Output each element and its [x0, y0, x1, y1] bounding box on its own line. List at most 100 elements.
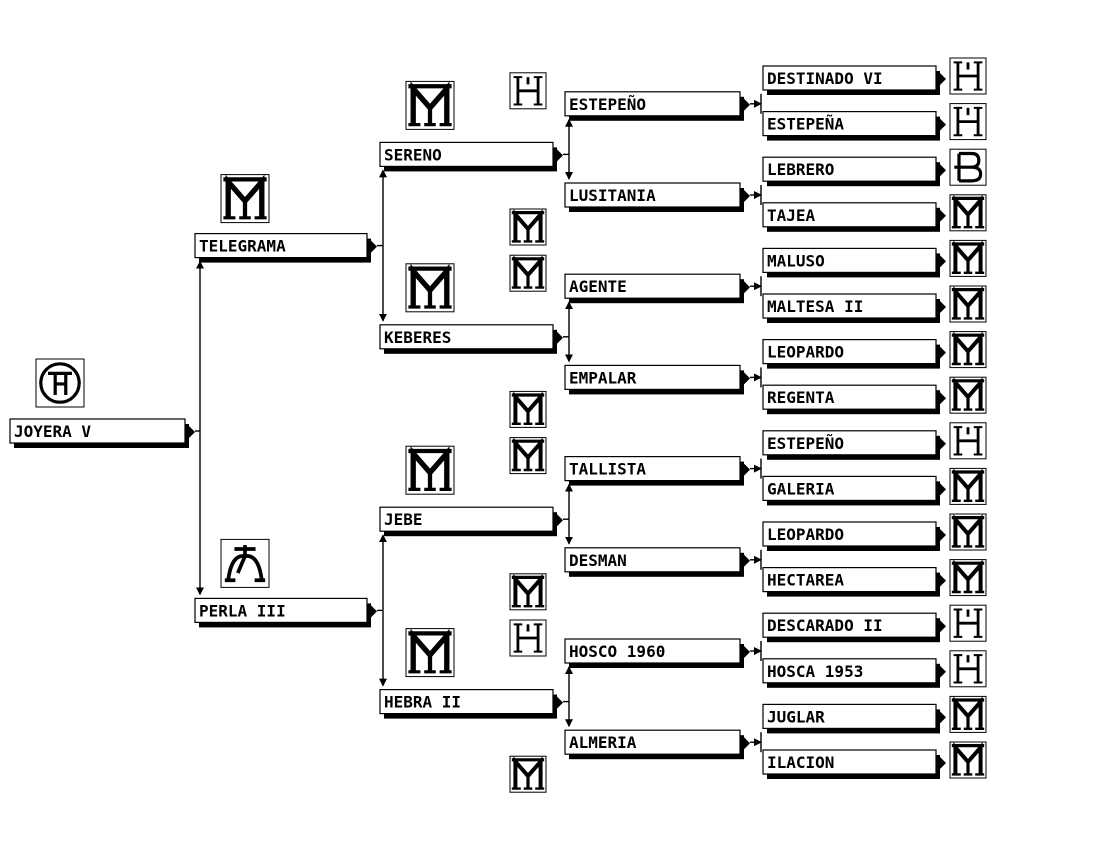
great-grandparent-box: EMPALAR	[564, 364, 750, 395]
grandparent-box: HEBRA II	[379, 688, 563, 719]
box-frame	[762, 475, 937, 501]
box-frame	[762, 247, 937, 273]
y-stroke	[511, 575, 545, 607]
grandparent-brand-icon	[405, 628, 455, 678]
h-serif	[953, 106, 983, 137]
box-label: LUSITANIA	[569, 186, 656, 205]
grandparent-brand-icon	[405, 445, 455, 495]
box-frame	[379, 141, 554, 167]
great-great-grandparent-brand-icon	[949, 194, 987, 232]
box-pointer	[940, 392, 946, 405]
parent-box: PERLA III	[194, 597, 377, 628]
box-frame	[9, 418, 186, 444]
box-frame	[762, 156, 937, 182]
box-frame	[379, 506, 554, 532]
box-pointer	[940, 346, 946, 359]
h-serif	[513, 623, 543, 653]
h-serif	[513, 76, 543, 106]
great-grandparent-brand-icon	[509, 208, 547, 246]
box-pointer	[371, 605, 377, 618]
great-great-grandparent-box: TAJEA	[762, 202, 946, 232]
box-pointer	[940, 301, 946, 313]
box-label: HECTAREA	[767, 571, 844, 590]
y-stroke	[511, 393, 545, 424]
box-frame	[762, 293, 937, 319]
grandparent-brand-icon	[405, 80, 455, 130]
great-grandparent-brand-icon	[509, 437, 547, 475]
great-great-grandparent-box: GALERIA	[762, 475, 946, 506]
h-serif	[953, 426, 983, 456]
box-pointer	[189, 426, 195, 438]
great-great-grandparent-box: JUGLAR	[762, 703, 946, 734]
box-label: ALMERIA	[569, 733, 637, 752]
great-grandparent-box: ALMERIA	[564, 729, 750, 760]
great-great-grandparent-box: MALUSO	[762, 247, 946, 278]
h-stroke	[956, 655, 980, 683]
box-pointer	[744, 646, 750, 658]
box-frame	[762, 749, 937, 775]
subject-box: JOYERA V	[9, 418, 195, 448]
box-label: HOSCO 1960	[569, 642, 665, 661]
box-frame	[564, 91, 741, 117]
box-label: ILACION	[767, 753, 834, 772]
great-great-grandparent-box: REGENTA	[762, 384, 946, 415]
grandparent-box: JEBE	[379, 506, 563, 537]
box-frame	[762, 430, 937, 456]
box-pointer	[744, 372, 750, 385]
box-label: LEBRERO	[767, 160, 834, 179]
great-great-grandparent-box: ESTEPEÑO	[762, 430, 946, 460]
great-great-grandparent-brand-icon	[949, 650, 987, 688]
box-frame	[762, 339, 937, 365]
box-pointer	[940, 574, 946, 587]
box-pointer	[940, 665, 946, 678]
h-stroke	[516, 624, 540, 652]
box-pointer	[744, 737, 750, 750]
box-label: ESTEPEÑO	[767, 434, 844, 453]
box-label: TAJEA	[767, 206, 816, 225]
box-pointer	[744, 190, 750, 202]
box-pointer	[940, 164, 946, 177]
y-stroke	[223, 177, 267, 218]
y-stroke	[951, 196, 985, 228]
box-label: MALTESA II	[767, 297, 863, 316]
box-frame	[194, 233, 368, 259]
great-great-grandparent-brand-icon	[949, 285, 987, 323]
grandparent-box: SERENO	[379, 141, 563, 172]
great-great-grandparent-box: HOSCA 1953	[762, 658, 946, 688]
parent-box: TELEGRAMA	[194, 233, 377, 263]
box-label: PERLA III	[199, 601, 286, 620]
y-stroke	[511, 211, 545, 242]
great-great-grandparent-brand-icon	[949, 239, 987, 277]
y-stroke	[511, 439, 545, 470]
great-great-grandparent-box: DESTINADO VI	[762, 65, 946, 95]
box-label: DESTINADO VI	[767, 69, 883, 88]
box-pointer	[940, 483, 946, 496]
great-great-grandparent-box: LEOPARDO	[762, 339, 946, 369]
box-frame	[194, 597, 368, 624]
h-serif	[953, 61, 983, 91]
box-frame	[762, 110, 937, 137]
h-serif	[953, 608, 983, 638]
box-frame	[762, 658, 937, 684]
y-stroke	[408, 266, 452, 307]
great-great-grandparent-brand-icon	[949, 604, 987, 642]
great-grandparent-brand-icon	[509, 619, 547, 657]
h-stroke	[956, 62, 980, 90]
box-frame	[762, 703, 937, 730]
great-great-grandparent-brand-icon	[949, 422, 987, 460]
great-grandparent-brand-icon	[509, 573, 547, 611]
great-grandparent-brand-icon	[509, 254, 547, 292]
box-label: AGENTE	[569, 277, 627, 296]
y-stroke	[951, 379, 985, 410]
b-stroke	[954, 151, 983, 183]
th-circle	[39, 362, 81, 404]
box-pointer	[557, 149, 563, 162]
great-grandparent-box: HOSCO 1960	[564, 638, 750, 668]
great-grandparent-brand-icon	[509, 72, 547, 110]
great-great-grandparent-brand-icon	[949, 331, 987, 369]
great-great-grandparent-brand-icon	[949, 741, 987, 779]
box-frame	[564, 273, 741, 299]
box-frame	[379, 688, 554, 715]
box-pointer	[940, 255, 946, 268]
